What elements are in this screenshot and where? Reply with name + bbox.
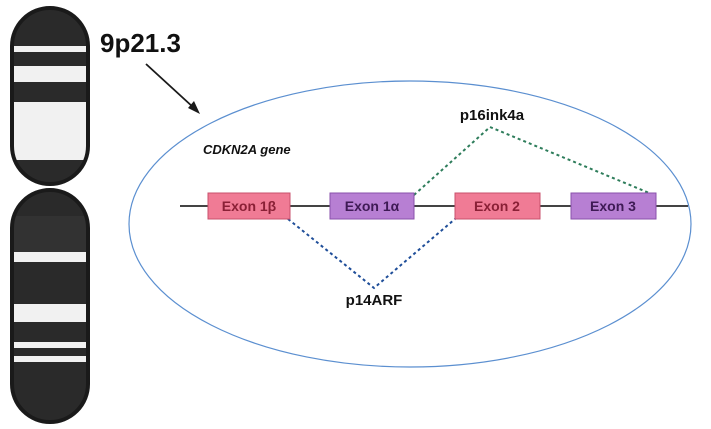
exon-label: Exon 2	[474, 198, 520, 214]
chromosome-9	[10, 6, 90, 424]
chromosome-band	[12, 348, 88, 356]
exon-3: Exon 3	[570, 192, 657, 220]
gene-label: CDKN2A gene	[203, 142, 291, 157]
exon-box	[570, 192, 657, 220]
exon-2: Exon 2	[454, 192, 541, 220]
chromosome-band	[12, 8, 88, 46]
chromosome-q-arm-outline	[10, 188, 90, 424]
exon-1-alpha: Exon 1α	[329, 192, 415, 220]
chromosome-p-arm-outline	[10, 6, 90, 186]
exon-label: Exon 3	[590, 198, 636, 214]
locus-label: 9p21.3	[100, 28, 181, 58]
exon-label: Exon 1α	[345, 198, 400, 214]
chromosome-p-arm	[12, 8, 88, 184]
exon-box	[207, 192, 291, 220]
p14arf-label: p14ARF	[346, 292, 403, 309]
p16-splice-line	[413, 125, 655, 196]
p14-splice-line	[287, 218, 456, 290]
locus-arrow	[145, 63, 200, 114]
exon-label: Exon 1β	[222, 198, 277, 214]
chromosome-band	[12, 82, 88, 102]
gene-zoom-ellipse	[128, 80, 692, 368]
chromosome-band	[12, 216, 88, 252]
p16ink4a-label: p16ink4a	[460, 107, 525, 124]
exon-box	[454, 192, 541, 220]
chromosome-band	[12, 322, 88, 342]
chromosome-band	[12, 52, 88, 66]
chromosome-q-arm	[12, 190, 88, 422]
chromosome-band	[12, 262, 88, 304]
exon-1-beta: Exon 1β	[207, 192, 291, 220]
exon-box	[329, 192, 415, 220]
